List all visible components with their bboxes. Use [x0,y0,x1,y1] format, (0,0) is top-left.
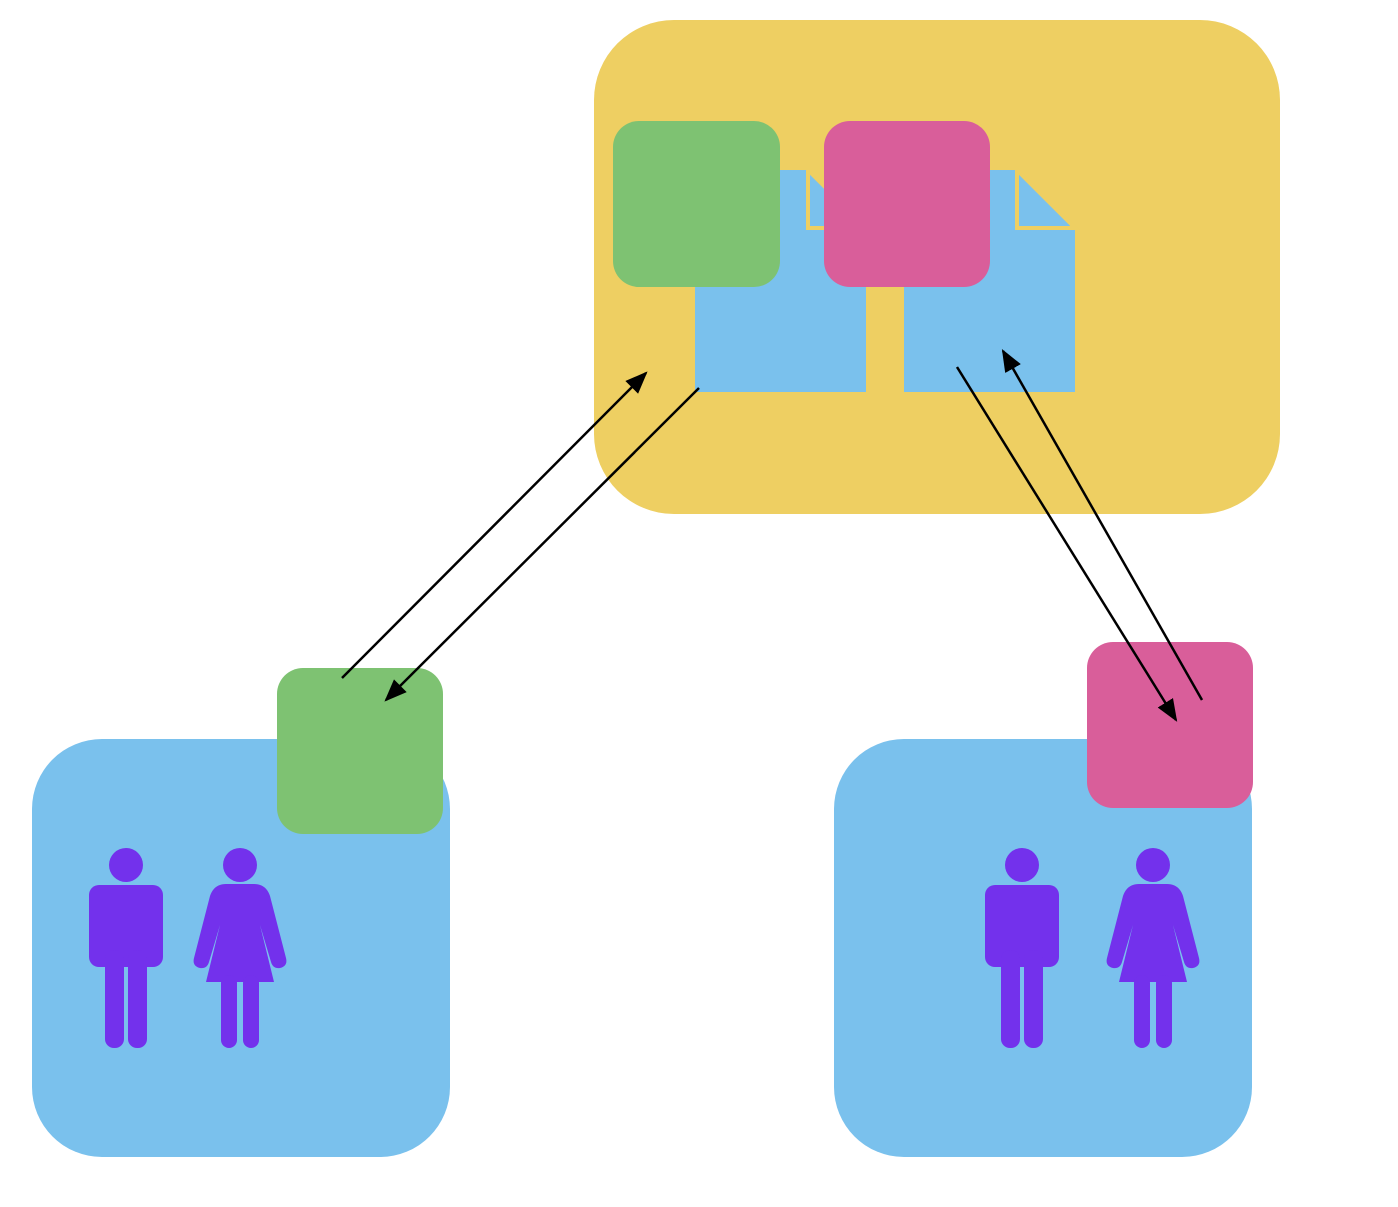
arrow-group-right-to-server [1001,349,1204,701]
group-left [32,668,450,1157]
arrow-group-left-to-server [341,371,648,679]
server-key-green [613,121,780,287]
woman-icon [1106,848,1200,1048]
group-key-pink [1087,642,1253,808]
man-icon [89,848,163,1048]
man-icon [985,848,1059,1048]
arrow-server-to-group-left [384,387,700,702]
woman-icon [193,848,287,1048]
document-fold [1015,165,1080,230]
server-key-pink [824,121,990,287]
group-right [834,642,1253,1157]
arrow-server-to-group-right [955,366,1178,722]
group-key-green [277,668,443,834]
